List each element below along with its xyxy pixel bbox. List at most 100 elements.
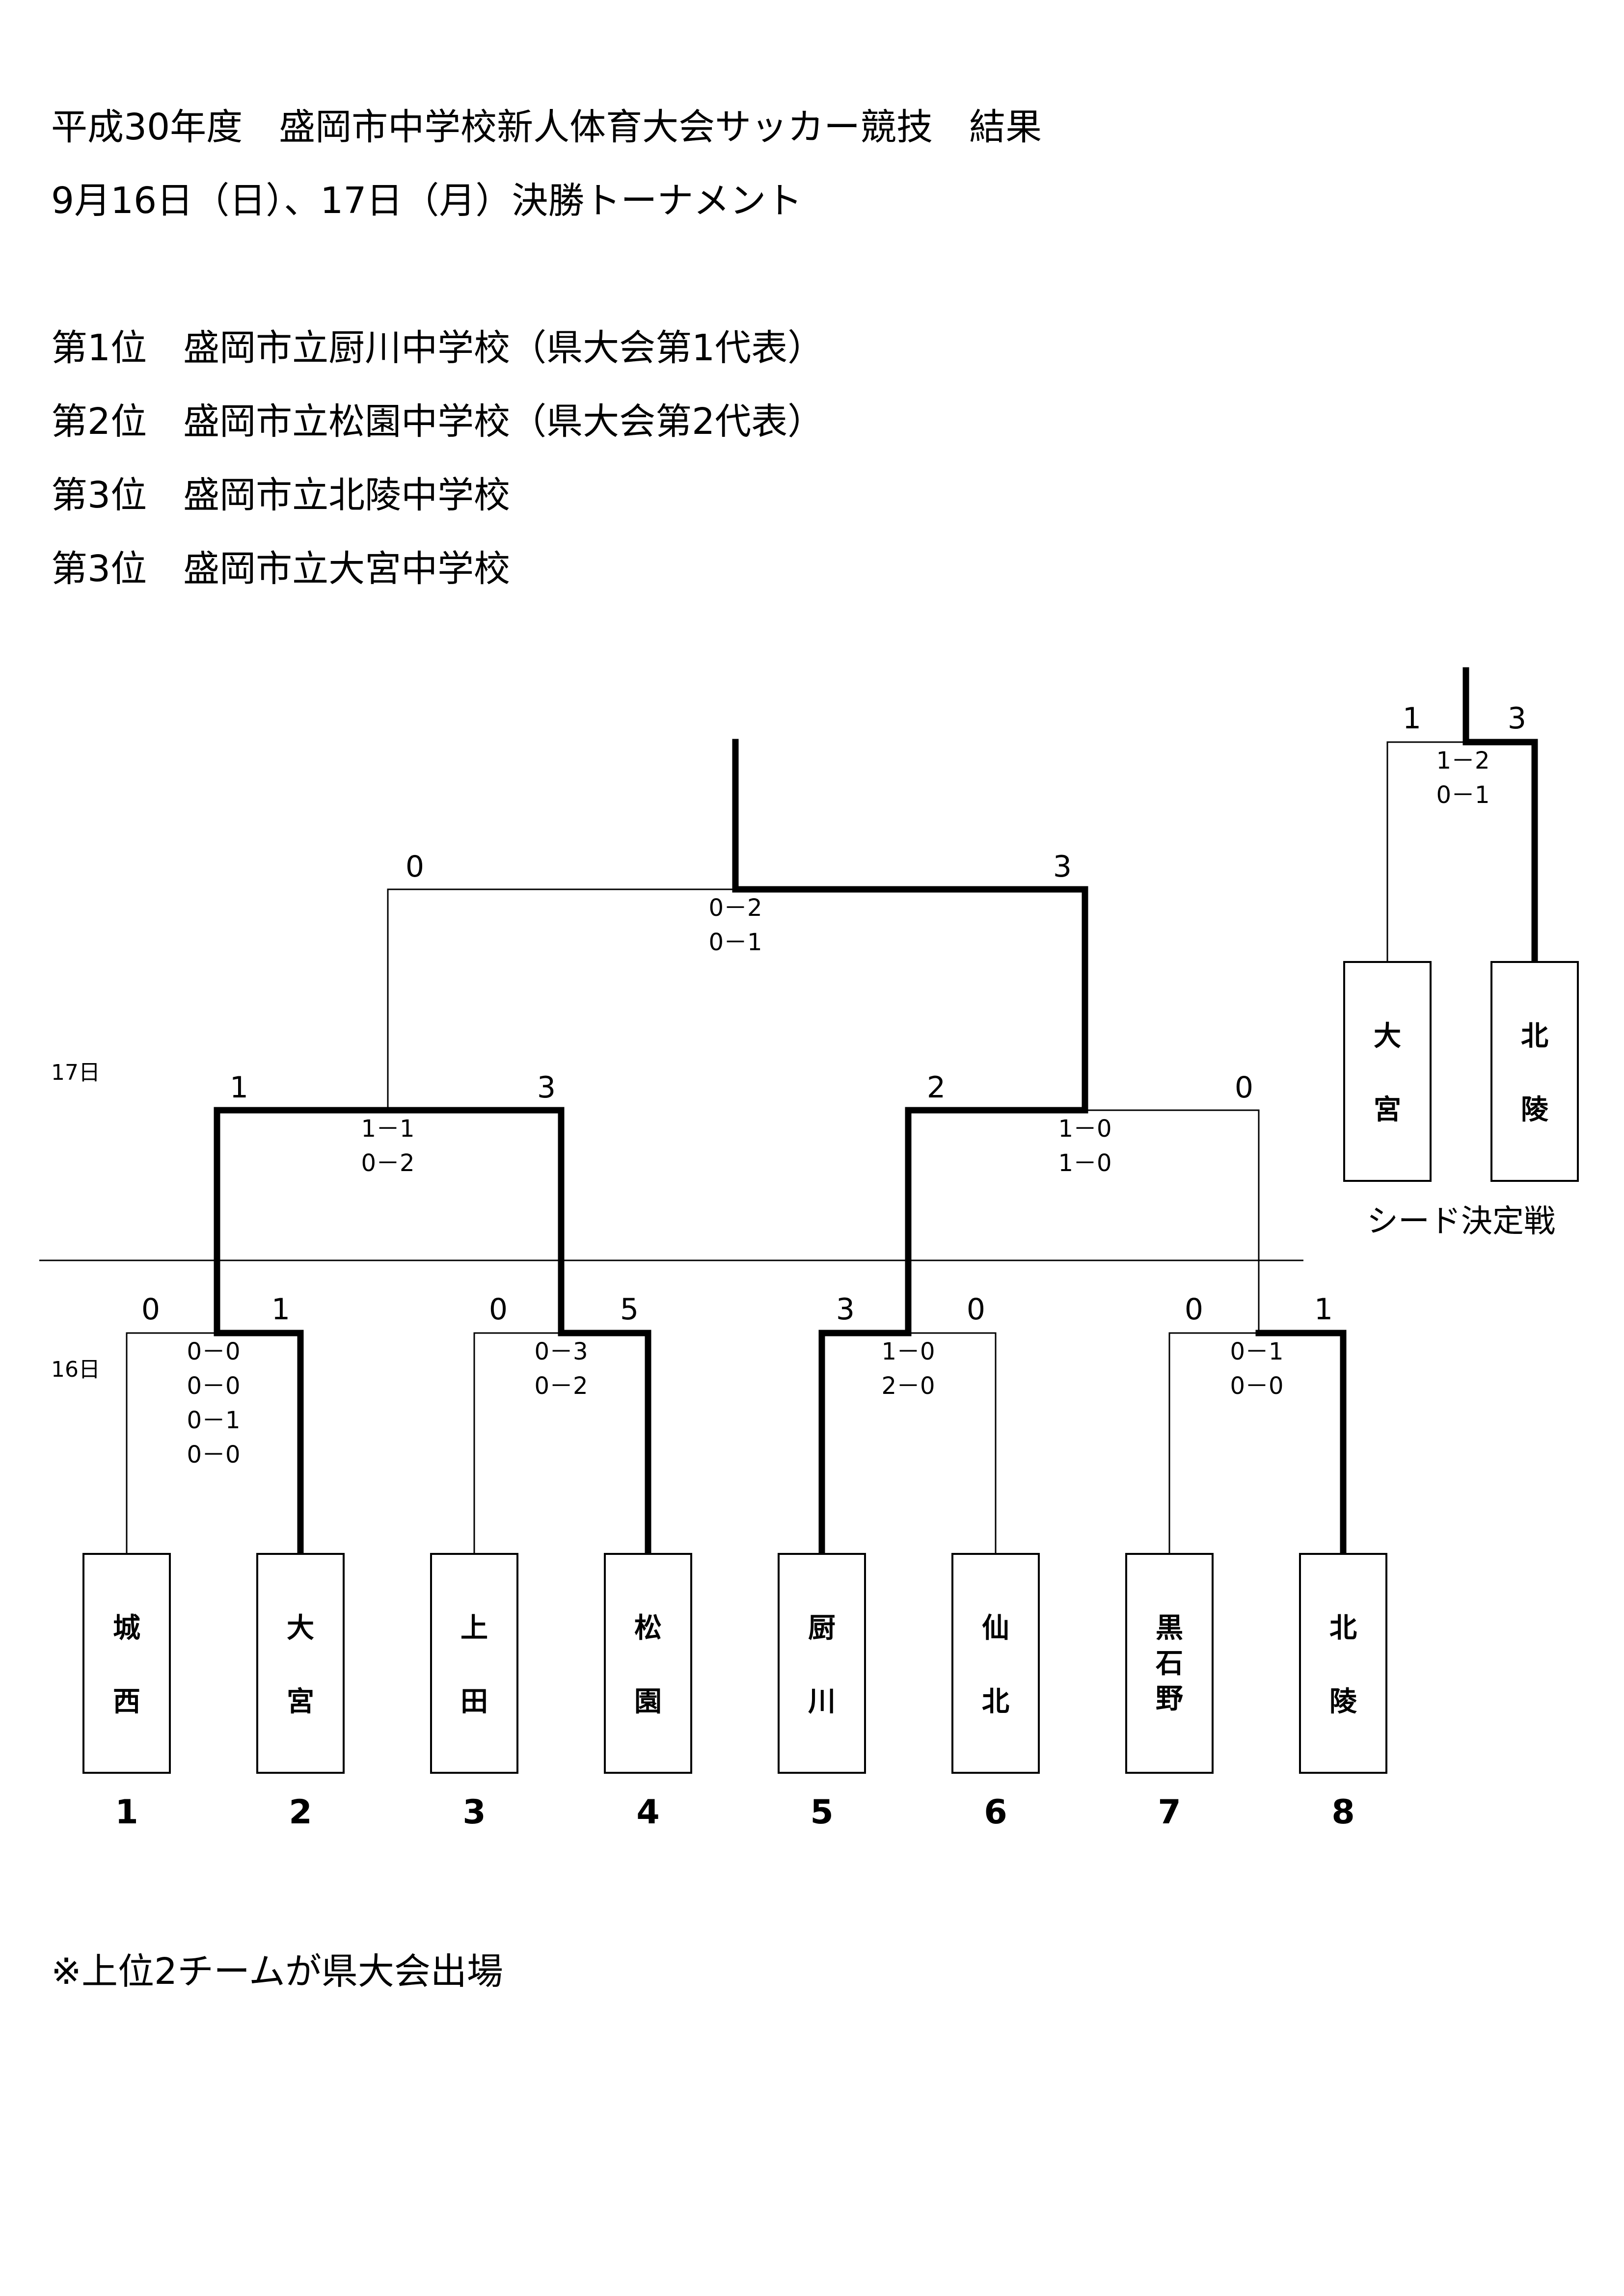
r1-match-2-score-left: 0 xyxy=(489,1292,508,1327)
r1-match-1-half-4: 0－0 xyxy=(187,1441,240,1468)
bracket-lines xyxy=(39,667,1538,1558)
page-subtitle: 9月16日（日）、17日（月）決勝トーナメント xyxy=(51,180,803,222)
final-half-1: 0－2 xyxy=(708,894,762,922)
r1-match-3-score-right: 0 xyxy=(967,1292,985,1327)
page-title: 平成30年度 盛岡市中学校新人体育大会サッカー競技 結果 xyxy=(51,106,1042,148)
team-number: 4 xyxy=(636,1793,659,1832)
seed-score-left: 1 xyxy=(1403,701,1421,736)
team-name-char: 北 xyxy=(1521,1020,1548,1052)
footnote: ※上位2チームが県大会出場 xyxy=(51,1950,503,1993)
team-name-char: 仙 xyxy=(982,1612,1009,1644)
r1-match-3-score-left: 3 xyxy=(836,1292,855,1327)
semifinal-2-half-1: 1－0 xyxy=(1058,1115,1111,1143)
day-label-17: 17日 xyxy=(51,1060,100,1085)
team-name-char: 西 xyxy=(113,1686,140,1718)
team-name-char: 上 xyxy=(460,1612,488,1644)
bracket-line xyxy=(1168,1332,1259,1555)
team-box-frame xyxy=(1343,961,1432,1182)
team-number: 7 xyxy=(1158,1793,1181,1832)
bracket-line xyxy=(473,1332,561,1555)
semifinal-2-half-2: 1－0 xyxy=(1058,1149,1111,1177)
winner-line xyxy=(905,1107,1088,1336)
winner-line xyxy=(1462,739,1538,965)
final-half-2: 0－1 xyxy=(708,929,762,956)
team-box-frame xyxy=(430,1553,518,1774)
final-score-left: 0 xyxy=(406,850,424,884)
ranking-1st: 第1位 盛岡市立厨川中学校（県大会第1代表） xyxy=(51,327,824,369)
team-name-char: 陵 xyxy=(1521,1094,1548,1126)
r1-match-2-half-2: 0－2 xyxy=(534,1372,588,1400)
r1-match-1-half-1: 0－0 xyxy=(187,1338,240,1365)
bracket-line xyxy=(908,1332,997,1555)
r1-match-3-half-2: 2－0 xyxy=(881,1372,935,1400)
team-name-char: 北 xyxy=(1329,1612,1357,1644)
r1-match-4-score-right: 1 xyxy=(1314,1292,1333,1327)
winner-line xyxy=(214,1107,391,1336)
seed-score-right: 3 xyxy=(1508,701,1526,736)
semifinal-1-half-1: 1－1 xyxy=(361,1115,414,1143)
winner-line xyxy=(384,1107,565,1336)
winner-line xyxy=(558,1330,651,1558)
r1-match-1-score-left: 0 xyxy=(141,1292,160,1327)
r1-match-2-score-right: 5 xyxy=(620,1292,639,1327)
team-number: 5 xyxy=(810,1793,833,1832)
team-box-6: 仙 北 xyxy=(951,1553,1040,1774)
ranking-3rd-b: 第3位 盛岡市立大宮中学校 xyxy=(51,548,511,590)
team-name-char: 厨 xyxy=(808,1612,836,1644)
winner-line xyxy=(732,886,1088,1114)
semifinal-1-score-right: 3 xyxy=(537,1070,556,1105)
r1-match-4-score-left: 0 xyxy=(1185,1292,1203,1327)
team-box-1: 城 西 xyxy=(82,1553,171,1774)
r1-match-2-half-1: 0－3 xyxy=(534,1338,588,1365)
team-number: 3 xyxy=(462,1793,486,1832)
bracket-line xyxy=(126,1332,217,1555)
team-name-char: 宮 xyxy=(1374,1094,1401,1126)
seed-team-box-1: 大 宮 xyxy=(1343,961,1432,1182)
final-score-right: 3 xyxy=(1053,850,1072,884)
team-box-frame xyxy=(1490,961,1579,1182)
semifinal-1-score-left: 1 xyxy=(230,1070,248,1105)
seed-half-2: 0－1 xyxy=(1436,781,1489,809)
bracket-line xyxy=(1386,741,1466,962)
day-label-16: 16日 xyxy=(51,1357,100,1382)
team-number: 1 xyxy=(115,1793,138,1832)
team-name-char: 大 xyxy=(1374,1020,1401,1052)
team-box-frame xyxy=(1125,1553,1214,1774)
team-name-char: 宮 xyxy=(287,1686,314,1718)
team-name-char: 大 xyxy=(287,1612,314,1644)
r1-match-1-half-2: 0－0 xyxy=(187,1372,240,1400)
r1-match-3-half-1: 1－0 xyxy=(881,1338,935,1365)
seed-match-caption: シード決定戦 xyxy=(1367,1203,1555,1240)
team-box-3: 上 田 xyxy=(430,1553,518,1774)
bracket-line xyxy=(387,888,735,1110)
r1-match-4-half-1: 0－1 xyxy=(1230,1338,1283,1365)
bracket-line xyxy=(1085,1109,1260,1333)
team-box-2: 大 宮 xyxy=(256,1553,345,1774)
team-name-char: 園 xyxy=(634,1686,662,1718)
team-name-char: 田 xyxy=(460,1686,488,1718)
team-name-char: 城 xyxy=(113,1612,140,1644)
ranking-3rd-a: 第3位 盛岡市立北陵中学校 xyxy=(51,474,511,516)
team-number: 6 xyxy=(984,1793,1007,1832)
team-box-frame xyxy=(604,1553,692,1774)
ranking-2nd: 第2位 盛岡市立松園中学校（県大会第2代表） xyxy=(51,400,824,443)
r1-match-1-half-3: 0－1 xyxy=(187,1407,240,1434)
team-box-8: 北 陵 xyxy=(1299,1553,1387,1774)
team-name-char: 石 xyxy=(1156,1648,1183,1680)
team-box-frame xyxy=(256,1553,345,1774)
team-box-5: 厨 川 xyxy=(778,1553,866,1774)
team-number: 2 xyxy=(289,1793,312,1832)
semifinal-2-score-left: 2 xyxy=(927,1070,946,1105)
team-name-char: 川 xyxy=(808,1686,836,1718)
semifinal-1-half-2: 0－2 xyxy=(361,1149,414,1177)
team-box-7: 黒 石 野 xyxy=(1125,1553,1214,1774)
r1-match-4-half-2: 0－0 xyxy=(1230,1372,1283,1400)
team-name-char: 黒 xyxy=(1156,1612,1183,1644)
semifinal-2-score-right: 0 xyxy=(1235,1070,1253,1105)
winner-line xyxy=(1255,1330,1347,1558)
team-box-frame xyxy=(951,1553,1040,1774)
winner-line xyxy=(818,1330,912,1558)
team-name-char: 北 xyxy=(982,1686,1009,1718)
r1-match-1-score-right: 1 xyxy=(271,1292,290,1327)
